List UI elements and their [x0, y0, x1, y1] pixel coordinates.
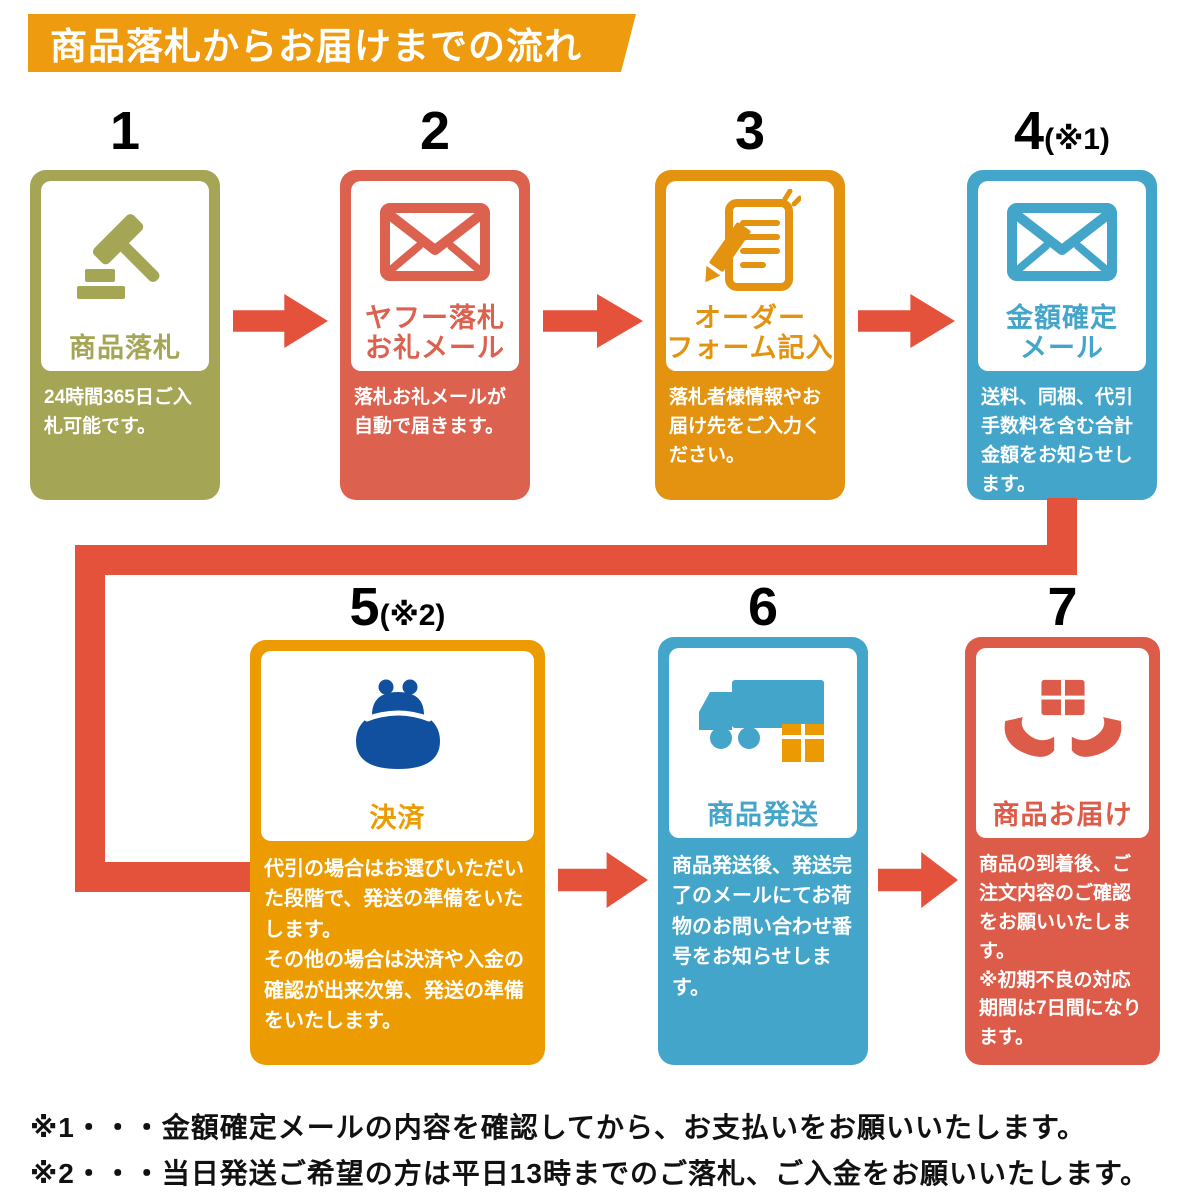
flow-arrow-5-6: [558, 852, 648, 908]
step-number-6-value: 6: [747, 577, 779, 637]
step-card-shipping-top: 商品発送: [669, 648, 857, 838]
step-card-total-mail-top: 金額確定 メール: [978, 181, 1146, 371]
step-number-1-value: 1: [109, 101, 141, 161]
step-card-payment: 決済 代引の場合はお選びいただいた段階で、発送の準備をいたします。 その他の場合…: [250, 640, 545, 1065]
step-desc-delivery: 商品の到着後、ご注文内容のご確認をお願いいたします。 ※初期不良の対応期間は7日…: [979, 854, 1142, 1049]
step-desc-thankyou-mail: 落札お礼メールが自動で届きます。: [354, 387, 507, 437]
step-number-7: 7: [965, 580, 1160, 634]
step-number-3: 3: [655, 104, 845, 158]
step-title-total-mail: 金額確定 メール: [1006, 302, 1118, 363]
flow-connector-down-left: [75, 545, 105, 892]
step-card-thankyou-mail: ヤフー落札 お礼メール 落札お礼メールが自動で届きます。: [340, 170, 530, 500]
step-card-order-form-top: オーダー フォーム記入: [666, 181, 834, 371]
footnote-1: ※1・・・金額確定メールの内容を確認してから、お支払いをお願いいたします。: [30, 1112, 1087, 1143]
step-desc-total-mail: 送料、同梱、代引手数料を含む合計金額をお知らせします。: [981, 387, 1134, 495]
step-card-delivery: 商品お届け 商品の到着後、ご注文内容のご確認をお願いいたします。 ※初期不良の対…: [965, 637, 1160, 1065]
step-number-3-value: 3: [734, 101, 766, 161]
page-title: 商品落札からお届けまでの流れ: [28, 14, 636, 72]
step-number-4-note: (※1): [1044, 123, 1110, 156]
step-number-4-value: 4: [1014, 101, 1045, 161]
step-card-order-form: オーダー フォーム記入 落札者様情報やお届け先をご入力ください。: [655, 170, 845, 500]
flow-arrow-2-3: [543, 294, 643, 348]
step-title-auction-win: 商品落札: [69, 332, 181, 363]
step-number-1: 1: [30, 104, 220, 158]
step-desc-shipping: 商品発送後、発送完了のメールにてお荷物のお問い合わせ番号をお知らせします。: [672, 855, 852, 999]
step-number-5-value: 5: [349, 577, 380, 637]
gavel-icon: [41, 181, 209, 333]
step-desc-auction-win: 24時間365日ご入札可能です。: [44, 387, 192, 437]
flow-connector-into-step5: [75, 862, 255, 892]
step-number-4: 4(※1): [962, 104, 1162, 158]
flow-arrow-6-7: [878, 852, 958, 908]
step-card-shipping: 商品発送 商品発送後、発送完了のメールにてお荷物のお問い合わせ番号をお知らせしま…: [658, 637, 868, 1065]
flow-arrow-3-4: [858, 294, 955, 348]
step-card-delivery-top: 商品お届け: [976, 648, 1149, 838]
step-card-auction-win: 商品落札 24時間365日ご入札可能です。: [30, 170, 220, 500]
step-number-2: 2: [340, 104, 530, 158]
delivery-hands-icon: [976, 648, 1149, 800]
step-number-6: 6: [658, 580, 868, 634]
step-number-2-value: 2: [419, 101, 451, 161]
order-form-icon: [666, 181, 834, 303]
step-desc-payment: 代引の場合はお選びいただいた段階で、発送の準備をいたします。 その他の場合は決済…: [264, 858, 524, 1032]
step-card-thankyou-mail-top: ヤフー落札 お礼メール: [351, 181, 519, 371]
step-card-payment-top: 決済: [261, 651, 534, 841]
step-card-auction-win-top: 商品落札: [41, 181, 209, 371]
flow-arrow-1-2: [233, 294, 328, 348]
step-card-total-mail: 金額確定 メール 送料、同梱、代引手数料を含む合計金額をお知らせします。: [967, 170, 1157, 500]
step-number-7-value: 7: [1047, 577, 1078, 637]
footnote-2: ※2・・・当日発送ご希望の方は平日13時までのご落札、ご入金をお願いいたします。: [30, 1158, 1150, 1189]
step-title-payment: 決済: [369, 802, 426, 833]
flow-connector-horizontal-top: [75, 545, 1077, 575]
step-desc-order-form: 落札者様情報やお届け先をご入力ください。: [669, 387, 822, 466]
step-title-shipping: 商品発送: [707, 799, 819, 830]
coin-purse-icon: [261, 651, 534, 803]
step-title-order-form: オーダー フォーム記入: [666, 302, 834, 363]
step-number-5-note: (※2): [379, 599, 446, 632]
step-title-delivery: 商品お届け: [992, 799, 1133, 830]
step-number-5: 5(※2): [250, 580, 545, 634]
step-title-thankyou-mail: ヤフー落札 お礼メール: [365, 302, 505, 363]
mail-icon: [351, 181, 519, 303]
mail-icon: [978, 181, 1146, 303]
truck-icon: [669, 648, 857, 800]
